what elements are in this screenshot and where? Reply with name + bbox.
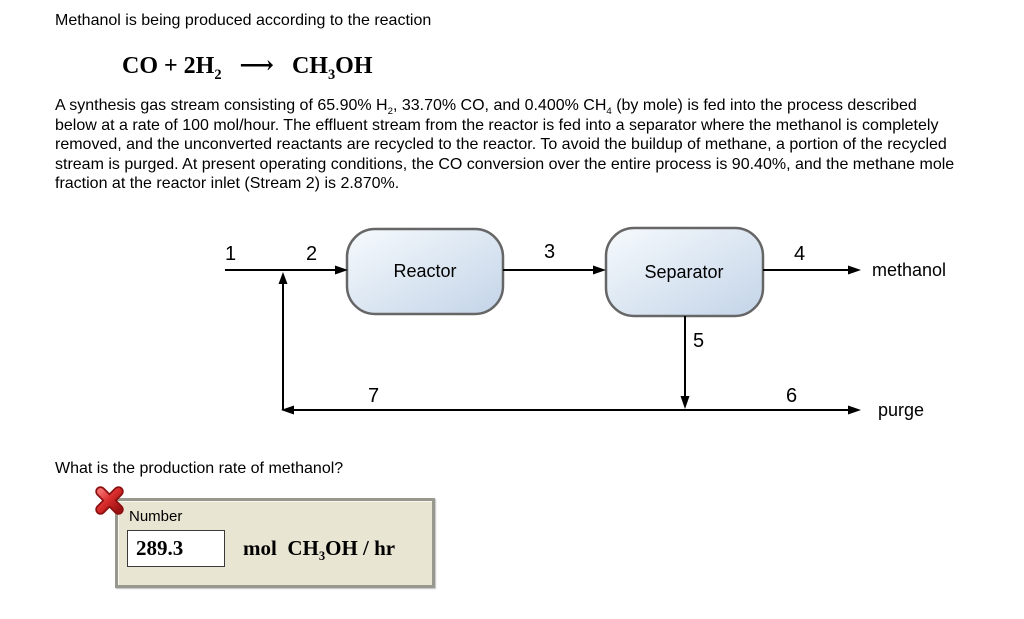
stream-2-arrowhead: [335, 265, 348, 275]
stream-3-label: 3: [544, 241, 555, 263]
stream-5-label: 5: [693, 330, 704, 352]
question-text: What is the production rate of methanol?: [55, 460, 344, 477]
answer-units: mol CH3OH / hr: [243, 536, 396, 564]
stream-1-label: 1: [225, 243, 236, 265]
stream-7-label: 7: [368, 385, 379, 407]
reactor-label: Reactor: [393, 261, 456, 281]
stream-6-arrowhead: [848, 405, 861, 415]
answer-input[interactable]: [127, 530, 225, 567]
process-flow-diagram: Reactor Separator 1 2 3 4 5 6 7 methanol…: [225, 226, 946, 420]
stream-4-label: 4: [794, 243, 805, 265]
reactor-vessel: [345, 227, 505, 316]
problem-description: A synthesis gas stream consisting of 65.…: [55, 97, 955, 192]
answer-row: mol CH3OH / hr: [127, 530, 432, 567]
reaction-equation: CO + 2H2 ⟶ CH3OH: [122, 53, 373, 83]
recycle-up-arrowhead: [278, 272, 288, 284]
answer-panel: Number mol CH3OH / hr: [115, 498, 435, 588]
separator-label: Separator: [644, 262, 723, 282]
number-field-label: Number: [129, 508, 183, 525]
stream-7-arrowhead: [281, 405, 294, 415]
stream-2-label: 2: [306, 243, 317, 265]
problem-intro: Methanol is being produced according to …: [55, 12, 432, 29]
stream-6-label: 6: [786, 385, 797, 407]
purge-output-label: purge: [878, 400, 924, 420]
stream-3-arrowhead: [593, 265, 606, 275]
stream-4-arrowhead: [848, 265, 861, 275]
methanol-output-label: methanol: [872, 260, 946, 280]
incorrect-mark-icon: [95, 486, 124, 515]
stream-5-arrowhead: [680, 396, 690, 409]
